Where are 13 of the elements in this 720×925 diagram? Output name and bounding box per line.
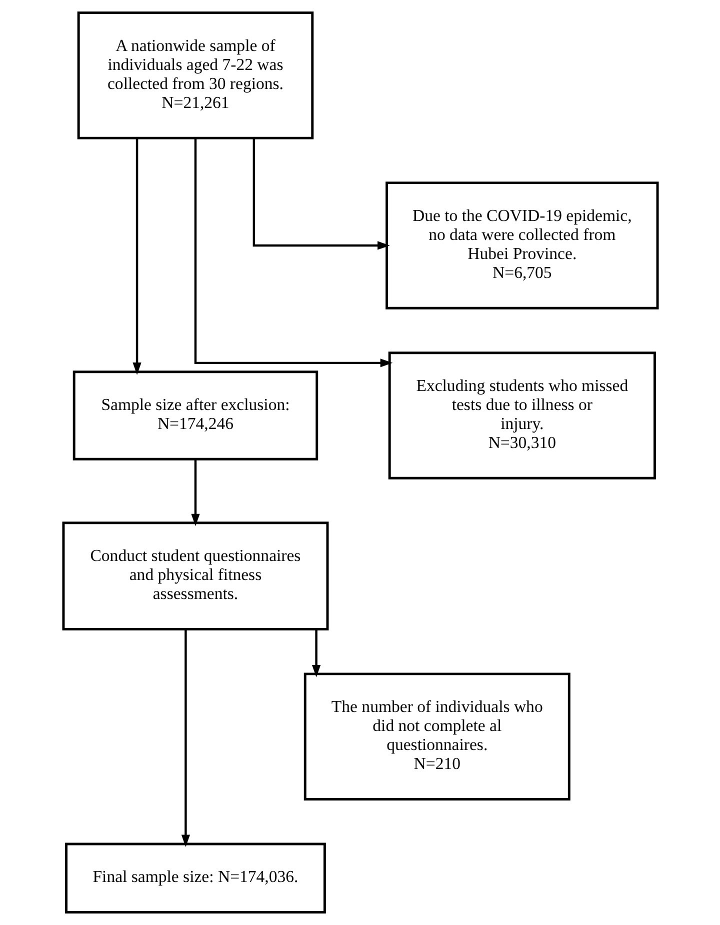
node-box: The number of individuals who did not complete al questionnaires. N=210 bbox=[303, 672, 570, 800]
node-box: Excluding students who missed tests due to illness or injury. N=30,310 bbox=[388, 352, 656, 480]
node-box: Sample size after exclusion: N=174,246 bbox=[72, 370, 318, 460]
node-box: Due to the COVID-19 epidemic, no data were collected from Hubei Province. N=6,705 bbox=[385, 182, 658, 310]
arrow bbox=[194, 138, 392, 368]
arrow bbox=[252, 138, 390, 250]
node-box: Final sample size: N=174,036. bbox=[64, 842, 326, 914]
arrow bbox=[190, 459, 200, 526]
arrow bbox=[312, 630, 320, 678]
node-box: Conduct student questionnaires and physical fitness assessments. bbox=[62, 522, 328, 630]
arrow bbox=[132, 138, 141, 375]
arrow bbox=[180, 629, 190, 848]
node-box: A nationwide sample of individuals aged 7-22 was collected from 30 regions. N=21,261 bbox=[76, 12, 314, 140]
